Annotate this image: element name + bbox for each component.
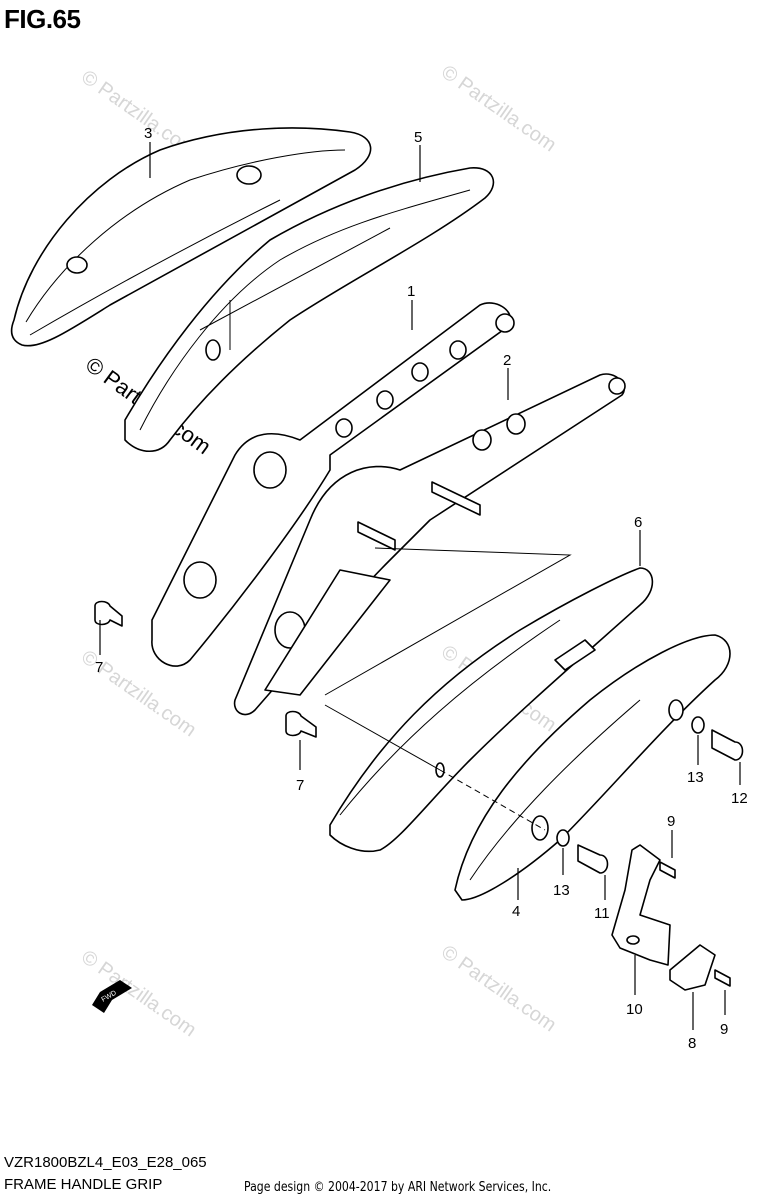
- watermark: © Partzilla.com: [77, 946, 200, 1041]
- callout-9b: 9: [720, 1021, 728, 1038]
- figure-caption: FRAME HANDLE GRIP: [4, 1176, 163, 1193]
- part-7-bolt-a: [94, 600, 123, 655]
- watermark: © Partzilla.com: [437, 941, 560, 1036]
- callout-8: 8: [688, 1035, 696, 1052]
- callout-4: 4: [512, 903, 520, 920]
- leader-lines: [149, 142, 641, 900]
- part-9-screw-a: [659, 830, 676, 879]
- part-5-grip-cover: [124, 167, 495, 453]
- part-3-grip-cover: [10, 127, 372, 347]
- callout-9a: 9: [667, 813, 675, 830]
- callout-5: 5: [414, 129, 422, 146]
- part-13-washer-a: [691, 716, 705, 765]
- callout-1: 1: [407, 283, 415, 300]
- callout-layer: 3 5 1 2 6 7 7 13 12 9 13 4 11 10 9 8: [95, 125, 748, 1052]
- part-6-grip: [329, 567, 654, 853]
- watermark: © Partzilla.com: [437, 61, 560, 156]
- part-9-screw-b: [714, 969, 731, 1015]
- part-8-clip: [669, 944, 716, 1030]
- callout-7b: 7: [296, 777, 304, 794]
- part-7-bolt-b: [285, 710, 317, 770]
- callout-12: 12: [731, 790, 748, 807]
- callout-6: 6: [634, 514, 642, 531]
- part-12-bolt: [711, 729, 744, 785]
- part-1-frame-bracket: [151, 302, 515, 667]
- callout-7a: 7: [95, 659, 103, 676]
- callout-11: 11: [594, 905, 610, 922]
- part-4-side-cover: [454, 634, 731, 901]
- callout-13a: 13: [687, 769, 704, 786]
- callout-2: 2: [503, 352, 511, 369]
- model-code: VZR1800BZL4_E03_E28_065: [4, 1154, 207, 1171]
- callout-3: 3: [144, 125, 152, 142]
- part-10-bracket: [611, 844, 671, 995]
- figure-title: FIG.65: [4, 4, 81, 34]
- page-design-credit: Page design © 2004-2017 by ARI Network S…: [244, 1180, 552, 1195]
- part-11-bolt: [577, 844, 609, 900]
- callout-13b: 13: [553, 882, 570, 899]
- callout-10: 10: [626, 1001, 643, 1018]
- part-13-washer-b: [556, 829, 570, 875]
- part-2-frame-bracket: [233, 373, 626, 716]
